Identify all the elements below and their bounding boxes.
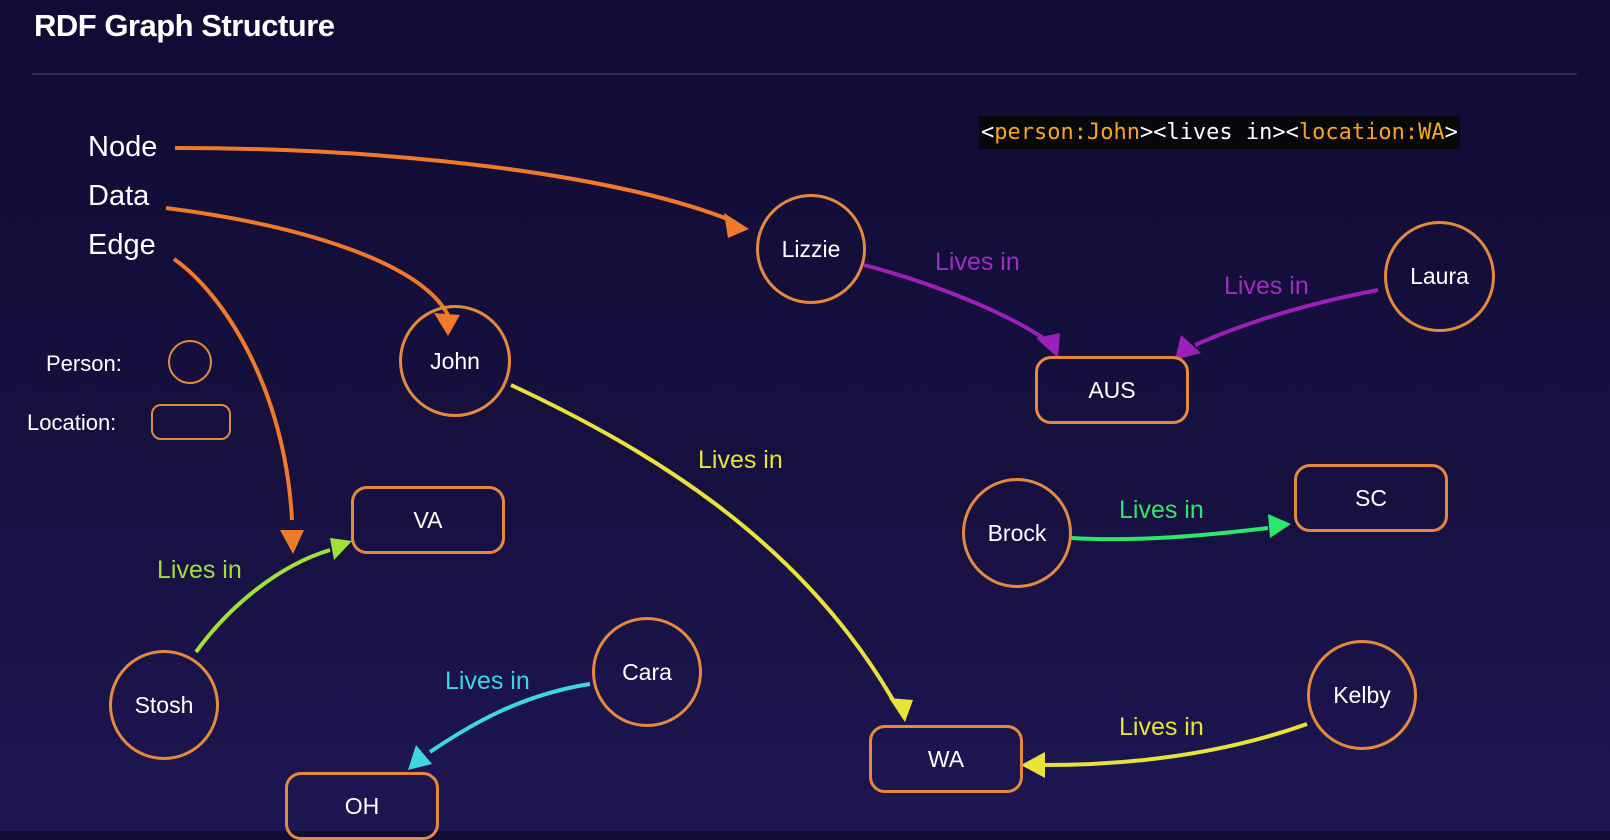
person-node-kelby: Kelby — [1307, 640, 1417, 750]
triple-close: > — [1444, 120, 1458, 145]
edge-label-john-wa: Lives in — [698, 446, 783, 474]
edge-stosh-va-arrowhead — [330, 538, 352, 560]
triple-predicate: ><lives in>< — [1139, 120, 1299, 145]
location-node-wa: WA — [869, 725, 1023, 793]
triple-object: location:WA — [1298, 120, 1445, 145]
edge-stosh-va — [194, 548, 331, 654]
location-node-oh: OH — [285, 772, 439, 840]
edge-lizzie-aus — [863, 263, 1048, 342]
rdf-triple-code: <person:John><lives in><location:WA> — [979, 116, 1460, 149]
person-node-cara: Cara — [592, 617, 702, 727]
node-pointer-arrow — [174, 146, 736, 224]
triple-open: < — [981, 120, 995, 145]
node-pointer-arrowhead — [724, 213, 749, 238]
edge-label-stosh-va: Lives in — [157, 556, 242, 584]
edge-brock-sc-arrowhead — [1268, 514, 1291, 538]
edge-kelby-wa — [1044, 722, 1308, 767]
legend-node-label: Node — [88, 131, 158, 163]
location-node-aus: AUS — [1035, 356, 1189, 424]
location-node-va: VA — [351, 486, 505, 554]
legend-person-label: Person: — [46, 351, 122, 376]
legend-location-shape — [151, 404, 231, 440]
title-divider — [32, 73, 1577, 75]
edge-laura-aus — [1194, 288, 1379, 347]
edge-brock-sc — [1070, 526, 1269, 542]
edge-pointer-arrow — [172, 257, 294, 521]
edge-label-cara-oh: Lives in — [445, 667, 530, 695]
edge-label-kelby-wa: Lives in — [1119, 713, 1204, 741]
legend-person-shape — [168, 340, 212, 384]
edge-laura-aus-arrowhead — [1175, 335, 1201, 360]
person-node-laura: Laura — [1384, 221, 1495, 332]
legend-data-label: Data — [88, 180, 150, 212]
edge-john-wa-arrowhead — [889, 698, 913, 722]
legend-location-label: Location: — [27, 410, 117, 435]
edge-cara-oh-arrowhead — [408, 745, 432, 770]
person-node-john: John — [399, 305, 511, 417]
edge-john-wa — [510, 383, 895, 702]
edge-kelby-wa-arrowhead — [1021, 752, 1045, 778]
edge-lizzie-aus-arrowhead — [1036, 333, 1060, 358]
edge-cara-oh — [428, 682, 591, 754]
legend-edge-label: Edge — [88, 229, 156, 261]
triple-subject: person:John — [994, 120, 1140, 145]
person-node-lizzie: Lizzie — [756, 194, 866, 304]
edge-pointer-arrowhead — [280, 530, 304, 554]
location-node-sc: SC — [1294, 464, 1448, 532]
edge-label-brock-sc: Lives in — [1119, 496, 1204, 524]
person-node-stosh: Stosh — [109, 650, 219, 760]
person-node-brock: Brock — [962, 478, 1072, 588]
edge-label-lizzie-aus: Lives in — [935, 248, 1020, 276]
edge-label-laura-aus: Lives in — [1224, 272, 1309, 300]
page-title: RDF Graph Structure — [34, 8, 335, 43]
data-pointer-arrow — [165, 206, 450, 316]
